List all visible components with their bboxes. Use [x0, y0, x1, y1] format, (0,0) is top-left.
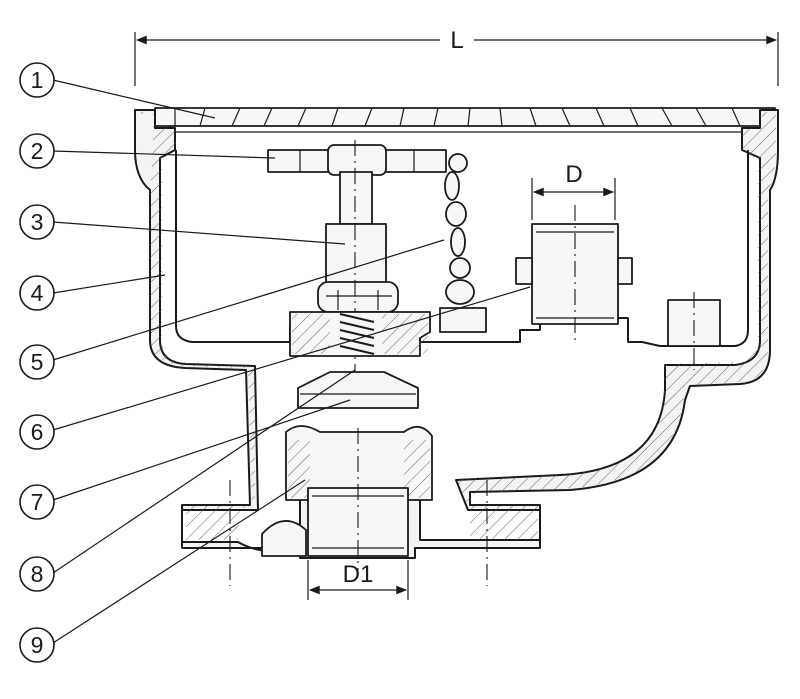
callout-3: 3: [19, 204, 55, 240]
callout-9-number: 9: [31, 632, 44, 658]
valve-box-body: [134, 109, 779, 559]
inlet-socket: D1: [229, 428, 488, 600]
dimension-l-label: L: [450, 27, 463, 54]
valve-seat-housing: [285, 425, 433, 501]
callout-6: 6: [19, 414, 55, 450]
outlet-socket: D: [515, 161, 633, 345]
callout-2: 2: [19, 133, 55, 169]
callout-4-number: 4: [31, 280, 44, 306]
callout-2-number: 2: [31, 138, 44, 164]
callout-8: 8: [19, 556, 55, 592]
chain: [439, 171, 487, 333]
grating-cover: [154, 107, 776, 133]
handwheel: [267, 144, 468, 176]
leader-lines: [52, 79, 531, 644]
dimension-d-label: D: [565, 161, 582, 188]
callout-7: 7: [19, 484, 55, 520]
callout-5: 5: [19, 344, 55, 380]
valve-bonnet: [289, 311, 431, 357]
callout-7-number: 7: [31, 489, 44, 515]
callout-8-number: 8: [31, 561, 44, 587]
dimension-d1-label: D1: [343, 561, 374, 588]
callout-6-number: 6: [31, 419, 44, 445]
callout-1: 1: [19, 62, 55, 98]
callout-9: 9: [19, 627, 55, 663]
callout-4: 4: [19, 275, 55, 311]
dimension-l: L: [134, 27, 779, 86]
callout-1-number: 1: [31, 67, 44, 93]
valve-disc: [297, 371, 419, 409]
spindle: [317, 140, 399, 400]
callout-3-number: 3: [31, 209, 44, 235]
callout-5-number: 5: [31, 349, 44, 375]
